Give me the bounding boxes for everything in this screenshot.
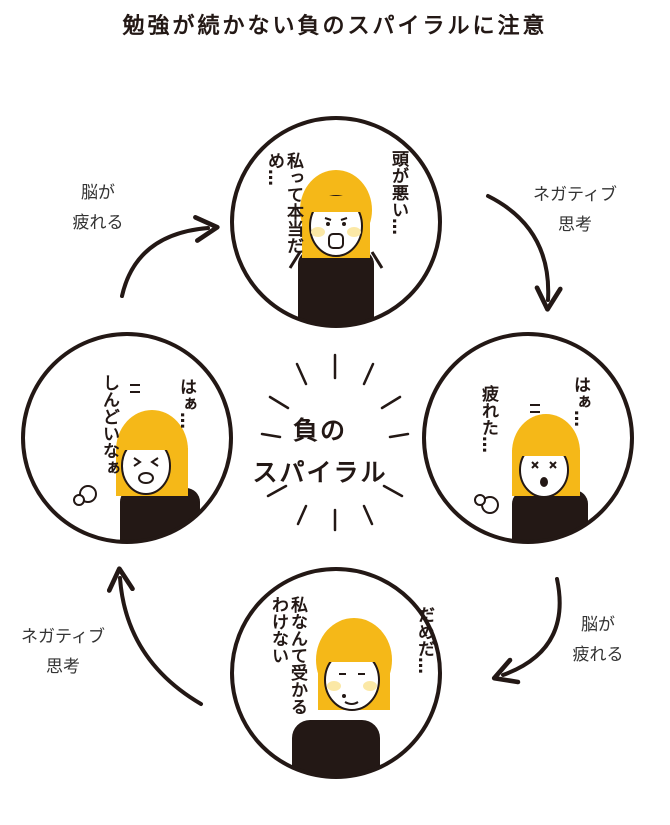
bottom-speech-right: だめだ… xyxy=(414,606,434,674)
label-bottom-left: ネガティブ 思考 xyxy=(8,622,118,682)
right-speech-right: はぁ… xyxy=(570,376,590,427)
label-top-left-line1: 脳が xyxy=(81,183,115,203)
panel-top-border xyxy=(230,116,442,328)
panel-top xyxy=(288,170,384,326)
top-speech-left: 私って本当だめ… xyxy=(264,152,303,254)
arrow-bottom-right xyxy=(491,577,562,685)
panel-left-border xyxy=(21,332,233,544)
center-line-2: スパイラル xyxy=(252,458,388,487)
label-bottom-left-line1: ネガティブ xyxy=(21,627,105,647)
page-title: 勉強が続かない負のスパイラルに注意 xyxy=(122,14,548,39)
center-line-1: 負の xyxy=(292,416,347,445)
top-speech-right: 頭が悪い… xyxy=(388,150,408,235)
right-speech-left: 疲れた… xyxy=(478,385,498,453)
label-bottom-right: 脳が 疲れる xyxy=(558,610,638,670)
label-top-left-line2: 疲れる xyxy=(72,213,124,233)
left-speech-left: しんどいなぁ xyxy=(99,374,119,476)
arrow-top-right xyxy=(486,194,563,312)
bottom-speech-left: 私なんて受かるわけない xyxy=(268,596,307,715)
arrow-bottom-left xyxy=(106,566,203,706)
panel-left xyxy=(73,384,200,542)
panel-bottom xyxy=(292,618,392,777)
panel-right xyxy=(474,404,588,542)
arrow-top-left xyxy=(120,215,220,298)
label-bottom-right-line2: 疲れる xyxy=(572,645,624,665)
label-bottom-right-line1: 脳が xyxy=(581,615,615,635)
label-top-right-line1: ネガティブ xyxy=(533,185,617,205)
left-speech-right: はぁ… xyxy=(176,378,196,429)
label-top-right-line2: 思考 xyxy=(558,215,592,235)
label-bottom-left-line2: 思考 xyxy=(46,657,80,677)
panel-bottom-border xyxy=(230,567,442,779)
burst-lines xyxy=(260,353,410,532)
panel-right-border xyxy=(422,332,634,544)
label-top-left: 脳が 疲れる xyxy=(58,178,138,238)
label-top-right: ネガティブ 思考 xyxy=(520,180,630,240)
center-label: 負の スパイラル xyxy=(240,410,400,494)
